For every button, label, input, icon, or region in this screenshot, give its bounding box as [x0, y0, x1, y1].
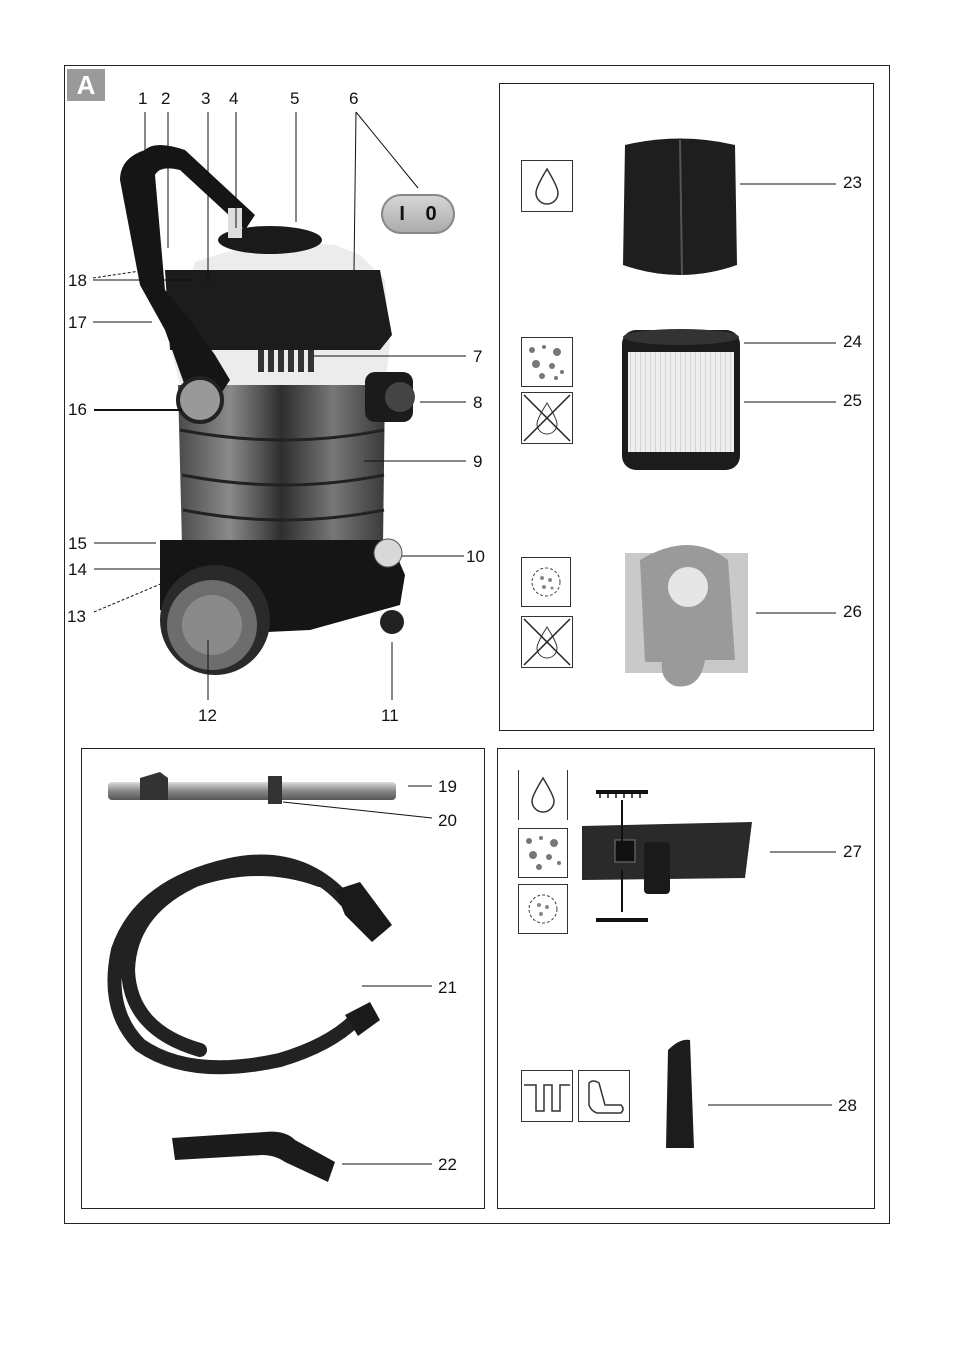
- callout-26: 26: [843, 602, 862, 621]
- figure-badge: A: [67, 69, 105, 101]
- callout-21: 21: [438, 978, 457, 997]
- pleated-filter: [622, 329, 740, 470]
- fine-dust-icon-nozzle: [518, 828, 568, 878]
- coarse-dirt-icon: [521, 557, 571, 607]
- callout-1: 1: [138, 89, 148, 108]
- callout-20: 20: [438, 811, 457, 830]
- callout-25: 25: [843, 391, 862, 410]
- callout-10: 10: [466, 547, 485, 566]
- callout-15: 15: [68, 534, 87, 553]
- callout-24: 24: [843, 332, 862, 351]
- switch-on-label: I: [399, 203, 405, 225]
- callout-14: 14: [68, 560, 87, 579]
- callout-23: 23: [843, 173, 862, 192]
- callout-28: 28: [838, 1096, 857, 1115]
- nozzle-panel: [497, 748, 875, 1209]
- no-liquid-icon: [521, 392, 573, 444]
- callout-18: 18: [68, 271, 87, 290]
- callout-17: 17: [68, 313, 87, 332]
- callout-16: 16: [68, 400, 87, 419]
- hose-panel: [81, 748, 485, 1209]
- extension-tube: [108, 772, 396, 804]
- coarse-dirt-icon-nozzle: [518, 884, 568, 934]
- floor-nozzle: [582, 790, 752, 922]
- switch-off-label: 0: [425, 203, 437, 225]
- crevice-nozzle: [666, 1039, 694, 1148]
- suction-hose: [107, 854, 362, 1075]
- fine-dust-icon: [521, 337, 573, 387]
- crevice-icon: [521, 1070, 573, 1122]
- callout-27: 27: [843, 842, 862, 861]
- leader-lines: [92, 111, 836, 1165]
- water-drop-icon: [521, 160, 573, 212]
- callout-2: 2: [161, 89, 171, 108]
- water-drop-icon-nozzle: [518, 770, 568, 820]
- filter-bag: [625, 545, 748, 687]
- filter-panel: [499, 83, 874, 731]
- foam-filter: [623, 138, 737, 276]
- callout-22: 22: [438, 1155, 457, 1174]
- callout-13: 13: [67, 607, 86, 626]
- hose-ends: [335, 882, 392, 1036]
- callout-11: 11: [381, 706, 399, 725]
- callout-9: 9: [473, 452, 483, 471]
- on-off-switch-illustration: I 0: [381, 194, 455, 234]
- callout-8: 8: [473, 393, 483, 412]
- vacuum-cleaner: [120, 145, 415, 675]
- callout-7: 7: [473, 347, 483, 366]
- callout-6: 6: [349, 89, 359, 108]
- callout-5: 5: [290, 89, 300, 108]
- callout-4: 4: [229, 89, 239, 108]
- curved-handle: [172, 1131, 335, 1182]
- callout-3: 3: [201, 89, 211, 108]
- callout-19: 19: [438, 777, 457, 796]
- callout-12: 12: [198, 706, 217, 725]
- upholstery-seat-icon: [578, 1070, 630, 1122]
- no-liquid-icon-bag: [521, 616, 573, 668]
- outer-frame: [64, 65, 890, 1224]
